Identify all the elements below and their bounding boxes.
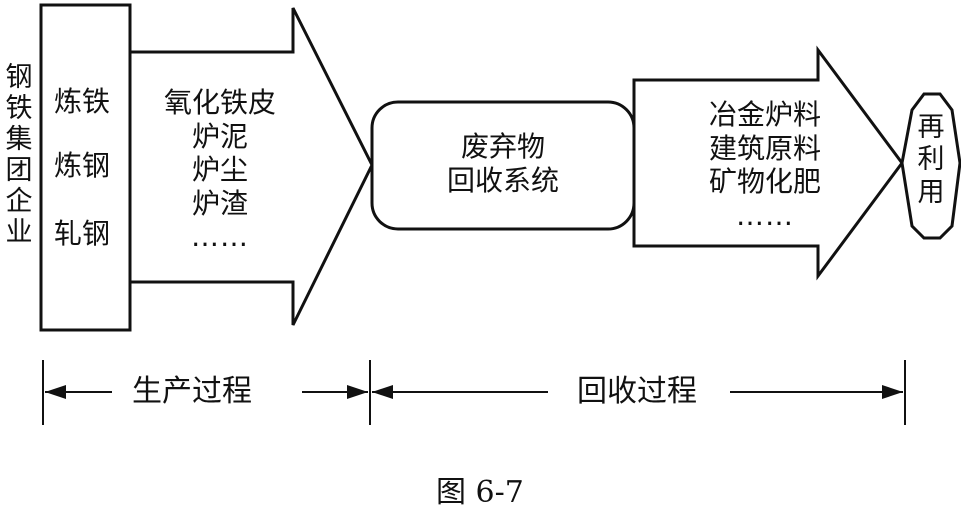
waste-list: 氧化铁皮 炉泥 炉尘 炉渣 …… (140, 86, 300, 254)
reuse-char: 用 (917, 176, 945, 208)
product-item: 建筑原料 (708, 131, 821, 165)
enterprise-char: 钢 (5, 62, 33, 93)
recovery-line: 废弃物 (460, 130, 545, 163)
phase-recovery-label: 回收过程 (577, 374, 697, 409)
enterprise-char: 铁 (5, 93, 33, 125)
process-ironmaking: 炼铁 (54, 85, 111, 118)
waste-item: 炉泥 (191, 119, 248, 153)
waste-item: 氧化铁皮 (163, 86, 276, 119)
arrowhead-mid-out (372, 385, 393, 399)
recovery-system-label: 废弃物 回收系统 (400, 130, 606, 197)
product-flow-arrow (632, 45, 904, 281)
enterprise-char: 团 (5, 155, 33, 187)
process-box (39, 3, 132, 332)
reuse-octagon (900, 92, 961, 240)
waste-item: 炉尘 (191, 153, 248, 187)
reuse-label: 再 利 用 (916, 112, 946, 209)
reuse-char: 再 (917, 112, 945, 143)
waste-flow-arrow (128, 7, 374, 326)
product-item: 冶金炉料 (708, 98, 821, 131)
reuse-char: 利 (917, 144, 945, 176)
process-rolling: 轧钢 (54, 217, 111, 250)
arrowhead-left (45, 385, 66, 399)
arrowhead-right (882, 385, 903, 399)
process-steelmaking: 炼钢 (54, 149, 111, 182)
enterprise-char: 集 (5, 124, 33, 156)
figure-caption: 图 6-7 (436, 475, 524, 510)
phase-production-label: 生产过程 (132, 374, 252, 409)
product-list: 冶金炉料 建筑原料 矿物化肥 …… (690, 98, 840, 232)
waste-item: 炉渣 (191, 186, 248, 220)
product-item: 矿物化肥 (708, 165, 821, 199)
arrowhead-mid-in (347, 385, 368, 399)
waste-item: …… (191, 220, 249, 254)
recovery-line: 回收系统 (446, 163, 559, 197)
enterprise-char: 业 (5, 217, 33, 249)
product-item: …… (736, 198, 794, 232)
enterprise-char: 企 (5, 186, 33, 218)
enterprise-label: 钢 铁 集 团 企 业 (3, 62, 35, 248)
